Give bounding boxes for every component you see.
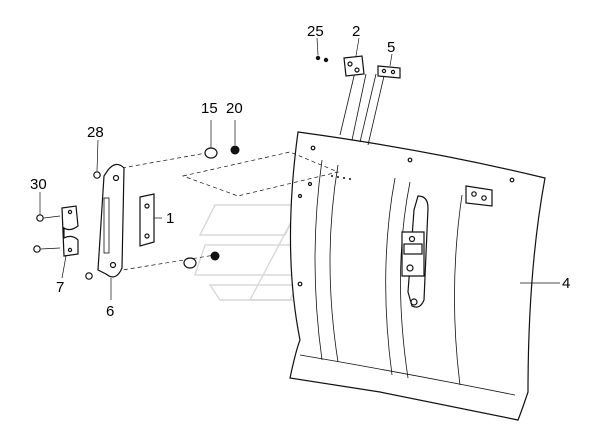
strap-plate: [85, 163, 125, 280]
projection-outline: [181, 151, 340, 197]
callout-15: 15: [201, 100, 218, 117]
callout-25: 25: [307, 23, 324, 40]
callout-1: 1: [166, 210, 174, 227]
callout-7: 7: [56, 279, 64, 296]
door-panel: [289, 131, 546, 421]
callout-28: 28: [87, 124, 104, 141]
upper-washer-and-nut: [204, 145, 240, 159]
projection-line-upper: [121, 151, 213, 169]
projection-line-lower: [109, 254, 216, 273]
callout-2: 2: [352, 23, 360, 40]
top-hinge: [315, 55, 401, 146]
small-plate: [139, 193, 155, 247]
callout-4: 4: [562, 275, 570, 292]
lower-washer-and-nut: [183, 251, 220, 269]
callout-6: 6: [106, 303, 114, 320]
leader-lines: [39, 37, 560, 300]
callout-20: 20: [226, 100, 243, 117]
clamp-bracket: [33, 205, 79, 257]
callout-5: 5: [387, 39, 395, 56]
callout-30: 30: [30, 176, 47, 193]
